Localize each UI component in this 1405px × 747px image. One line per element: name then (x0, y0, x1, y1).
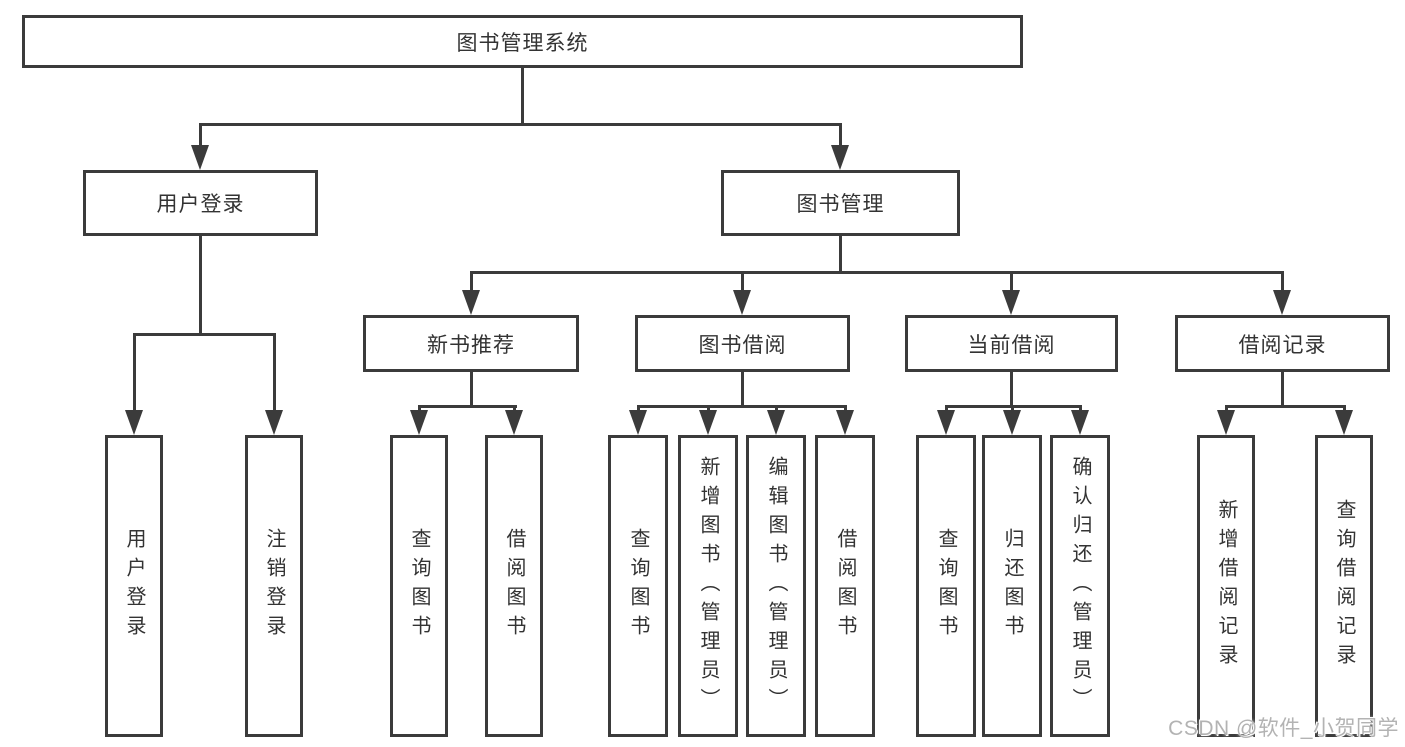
connector-vline (945, 405, 948, 413)
connector-hline (637, 405, 847, 408)
connector-vline (418, 405, 421, 413)
leaf-query-books-current: 查询图书 (916, 435, 976, 737)
node-current-borrowing: 当前借阅 (905, 315, 1118, 372)
connector-vline (199, 123, 202, 149)
leaf-add-borrow-record: 新增借阅记录 (1197, 435, 1255, 737)
arrowhead-down-icon (1071, 410, 1089, 435)
connector-vline (1225, 405, 1228, 413)
connector-vline (273, 333, 276, 413)
arrowhead-down-icon (1003, 410, 1021, 435)
arrowhead-down-icon (1335, 410, 1353, 435)
connector-vline (707, 405, 710, 413)
connector-vline (521, 68, 524, 125)
connector-vline (741, 372, 744, 407)
connector-vline (199, 236, 202, 336)
leaf-query-books-borrow: 查询图书 (608, 435, 668, 737)
arrowhead-down-icon (1273, 290, 1291, 315)
connector-vline (470, 271, 473, 293)
arrowhead-down-icon (505, 410, 523, 435)
connector-hline (133, 333, 276, 336)
leaf-edit-book-admin: 编辑图书（管理员） (746, 435, 806, 737)
connector-vline (839, 123, 842, 149)
connector-vline (844, 405, 847, 413)
arrowhead-down-icon (937, 410, 955, 435)
connector-hline (199, 123, 842, 126)
leaf-logout: 注销登录 (245, 435, 303, 737)
arrowhead-down-icon (699, 410, 717, 435)
connector-vline (133, 333, 136, 413)
connector-vline (1010, 271, 1013, 293)
watermark-text: CSDN @软件_小贺同学 (1168, 717, 1399, 740)
leaf-query-borrow-record: 查询借阅记录 (1315, 435, 1373, 737)
connector-vline (775, 405, 778, 413)
leaf-borrow-books-recommend: 借阅图书 (485, 435, 543, 737)
leaf-borrow-books: 借阅图书 (815, 435, 875, 737)
node-library-management-system: 图书管理系统 (22, 15, 1023, 68)
connector-vline (470, 372, 473, 407)
arrowhead-down-icon (1217, 410, 1235, 435)
arrowhead-down-icon (767, 410, 785, 435)
node-user-login: 用户登录 (83, 170, 318, 236)
node-borrowing-records: 借阅记录 (1175, 315, 1390, 372)
arrowhead-down-icon (831, 145, 849, 170)
connector-vline (1011, 405, 1014, 413)
arrowhead-down-icon (265, 410, 283, 435)
connector-hline (470, 271, 1284, 274)
connector-vline (839, 236, 842, 274)
arrowhead-down-icon (462, 290, 480, 315)
leaf-user-login: 用户登录 (105, 435, 163, 737)
leaf-add-book-admin: 新增图书（管理员） (678, 435, 738, 737)
node-new-book-recommendation: 新书推荐 (363, 315, 579, 372)
arrowhead-down-icon (836, 410, 854, 435)
connector-vline (1281, 271, 1284, 293)
arrowhead-down-icon (410, 410, 428, 435)
leaf-query-books-recommend: 查询图书 (390, 435, 448, 737)
arrowhead-down-icon (1002, 290, 1020, 315)
arrowhead-down-icon (191, 145, 209, 170)
arrowhead-down-icon (125, 410, 143, 435)
node-book-borrowing: 图书借阅 (635, 315, 850, 372)
node-book-management: 图书管理 (721, 170, 960, 236)
connector-vline (741, 271, 744, 293)
leaf-confirm-return-admin: 确认归还（管理员） (1050, 435, 1110, 737)
connector-vline (1343, 405, 1346, 413)
connector-hline (418, 405, 517, 408)
connector-vline (1079, 405, 1082, 413)
connector-vline (1010, 372, 1013, 407)
connector-hline (1225, 405, 1346, 408)
connector-vline (637, 405, 640, 413)
arrowhead-down-icon (733, 290, 751, 315)
connector-vline (1281, 372, 1284, 407)
connector-vline (513, 405, 516, 413)
arrowhead-down-icon (629, 410, 647, 435)
leaf-return-book: 归还图书 (982, 435, 1042, 737)
